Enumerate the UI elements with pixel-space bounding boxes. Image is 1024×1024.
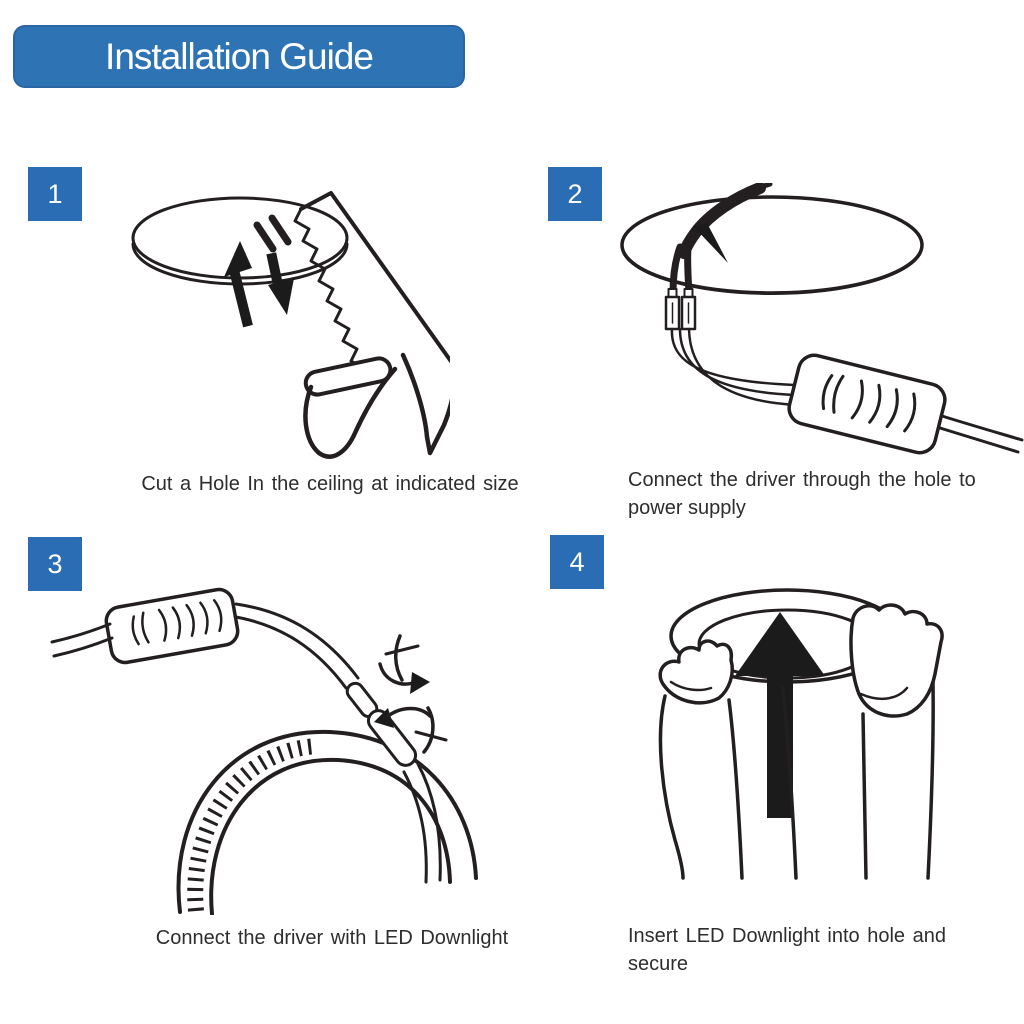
step-4-caption-line-1: Insert LED Downlight into hole and [628, 925, 946, 947]
led-driver-box [787, 353, 947, 455]
step-3-caption: Connect the driver with LED Downlight [82, 924, 582, 952]
step-1-badge: 1 [28, 167, 82, 221]
step-4-illustration [658, 588, 944, 880]
step-1-caption-line: Cut a Hole In the ceiling at indicated s… [141, 473, 519, 495]
wire-connectors [664, 288, 697, 331]
step-1-number: 1 [47, 178, 63, 209]
step-2-caption: Connect the driver through the hole to p… [628, 466, 1024, 522]
sawing-motion-ticks [253, 214, 292, 253]
step-4-number: 4 [569, 546, 585, 577]
ceiling-disc [620, 195, 924, 295]
handsaw [293, 191, 450, 459]
up-arrow-icon [224, 241, 253, 328]
cable-connector [345, 681, 418, 767]
page-title: Installation Guide [105, 35, 374, 77]
step-1-illustration [131, 191, 450, 459]
led-driver-box [104, 587, 240, 665]
step-4-caption-line-2: secure [628, 953, 689, 975]
downlight-ring [176, 729, 478, 915]
left-hand [658, 639, 798, 880]
title-banner: Installation Guide [13, 25, 465, 88]
step-2-badge: 2 [548, 167, 602, 221]
step-2-caption-line-2: power supply [628, 497, 746, 519]
step-3-badge: 3 [28, 537, 82, 591]
right-hand [849, 603, 944, 880]
step-1-caption: Cut a Hole In the ceiling at indicated s… [80, 470, 580, 498]
step-4-badge: 4 [550, 535, 604, 589]
driver-wires [670, 327, 799, 407]
twist-arrow-icon [378, 634, 430, 694]
step-2-caption-line-1: Connect the driver through the hole to [628, 469, 976, 491]
up-arrow-icon [735, 612, 825, 818]
ring-hatch-band [187, 738, 319, 912]
down-arrow-icon [266, 252, 294, 315]
step-2-number: 2 [567, 178, 583, 209]
step-2-illustration [620, 183, 1024, 455]
step-3-illustration [50, 587, 478, 915]
power-cord [50, 622, 114, 658]
twist-arrow-icon-2 [374, 706, 448, 754]
power-cord [938, 414, 1024, 454]
step-4-caption: Insert LED Downlight into hole and secur… [628, 922, 1024, 978]
step-3-number: 3 [47, 548, 63, 579]
step-3-caption-line: Connect the driver with LED Downlight [155, 927, 509, 949]
downlight-cable [228, 602, 442, 884]
